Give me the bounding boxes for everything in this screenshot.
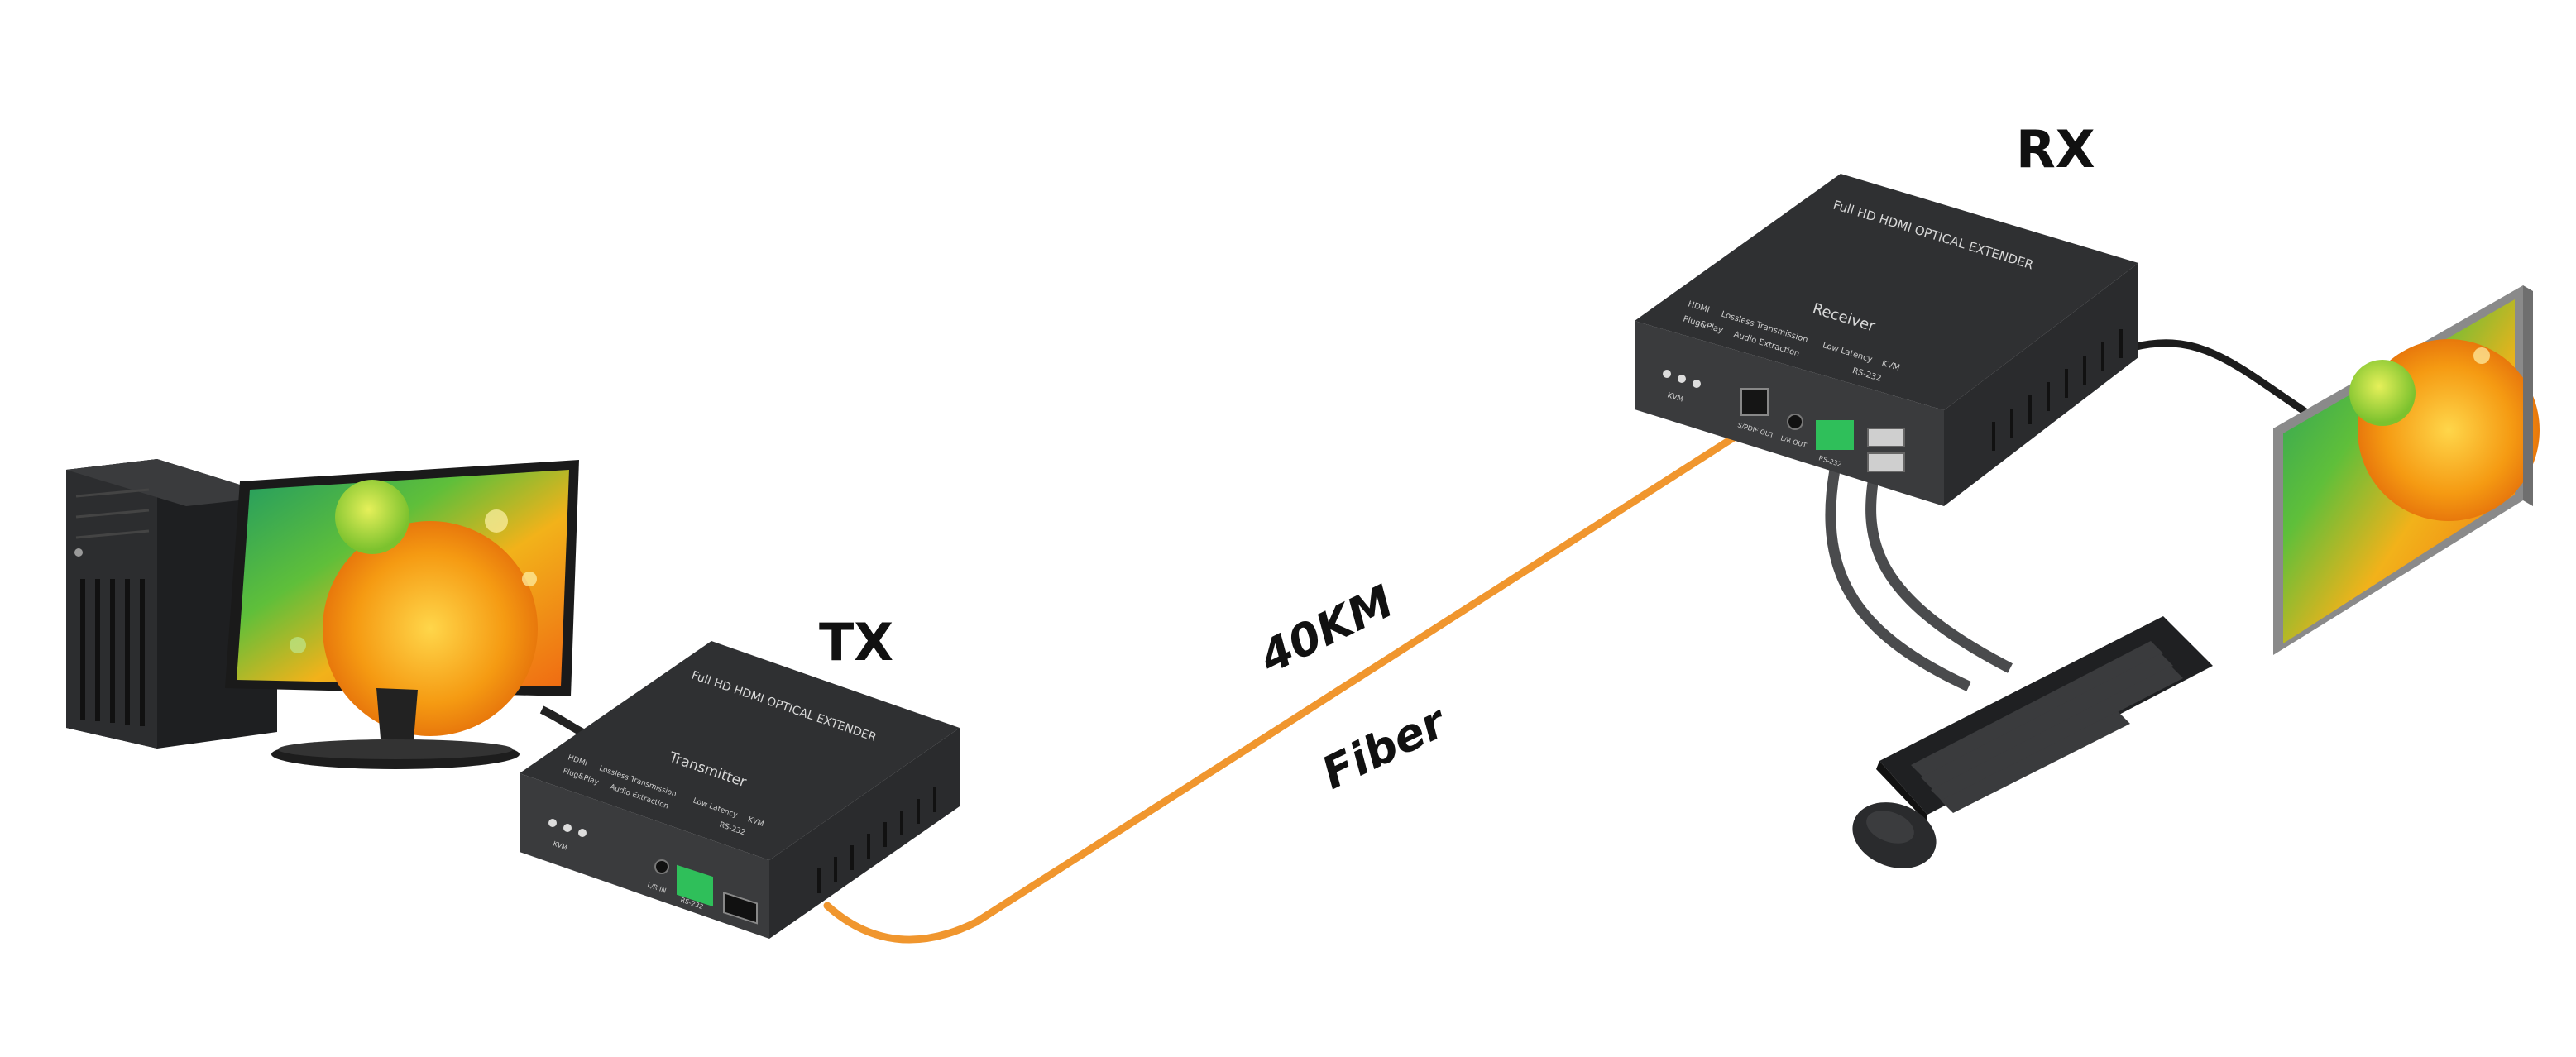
rx-label: RX bbox=[2016, 119, 2095, 179]
pc-tower bbox=[66, 459, 277, 749]
transmitter-device: Full HD HDMI OPTICAL EXTENDER Transmitte… bbox=[520, 641, 960, 939]
display-hdmi-cable bbox=[2131, 339, 2310, 417]
remote-display bbox=[2273, 285, 2540, 655]
medium-label: Fiber bbox=[1314, 695, 1456, 800]
receiver-device: Full HD HDMI OPTICAL EXTENDER Receiver H… bbox=[1635, 174, 2138, 506]
pc-monitor bbox=[225, 460, 579, 769]
fiber-cable bbox=[823, 426, 1750, 944]
mouse bbox=[1852, 802, 1937, 868]
keyboard-usb-cable bbox=[1865, 462, 2013, 673]
tx-label: TX bbox=[819, 612, 893, 672]
keyboard bbox=[1876, 616, 2213, 823]
mouse-usb-cable bbox=[1825, 468, 1971, 691]
